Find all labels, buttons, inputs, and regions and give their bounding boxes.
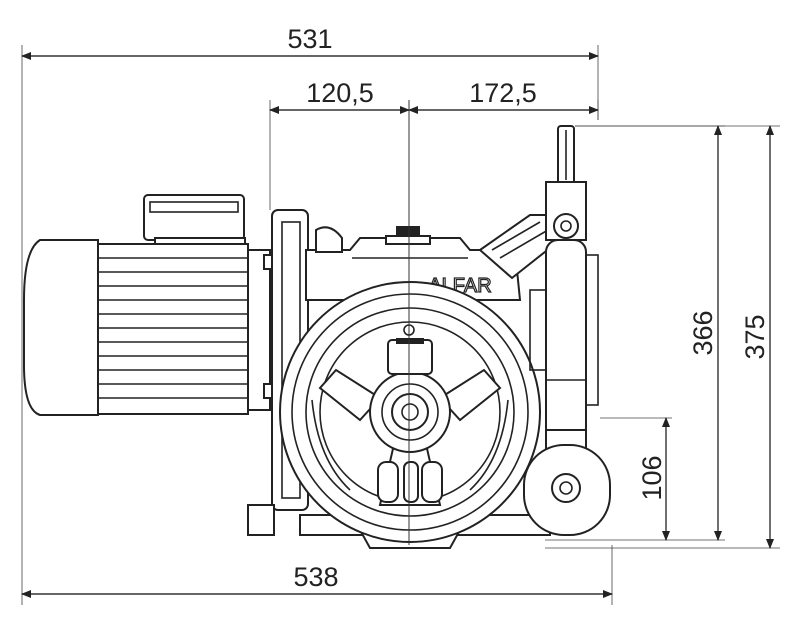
dim-lower-height: 106	[637, 455, 667, 500]
dim-overall-bottom: 538	[293, 562, 338, 592]
dim-overall-top: 531	[287, 24, 332, 54]
dim-height-outer: 375	[740, 314, 770, 359]
traction-sheave	[279, 281, 541, 543]
rope-guard-assembly	[523, 125, 611, 536]
dim-height-inner: 366	[688, 310, 718, 355]
dim-right-offset: 172,5	[469, 78, 537, 108]
motor	[23, 194, 273, 416]
dim-left-offset: 120,5	[306, 78, 374, 108]
